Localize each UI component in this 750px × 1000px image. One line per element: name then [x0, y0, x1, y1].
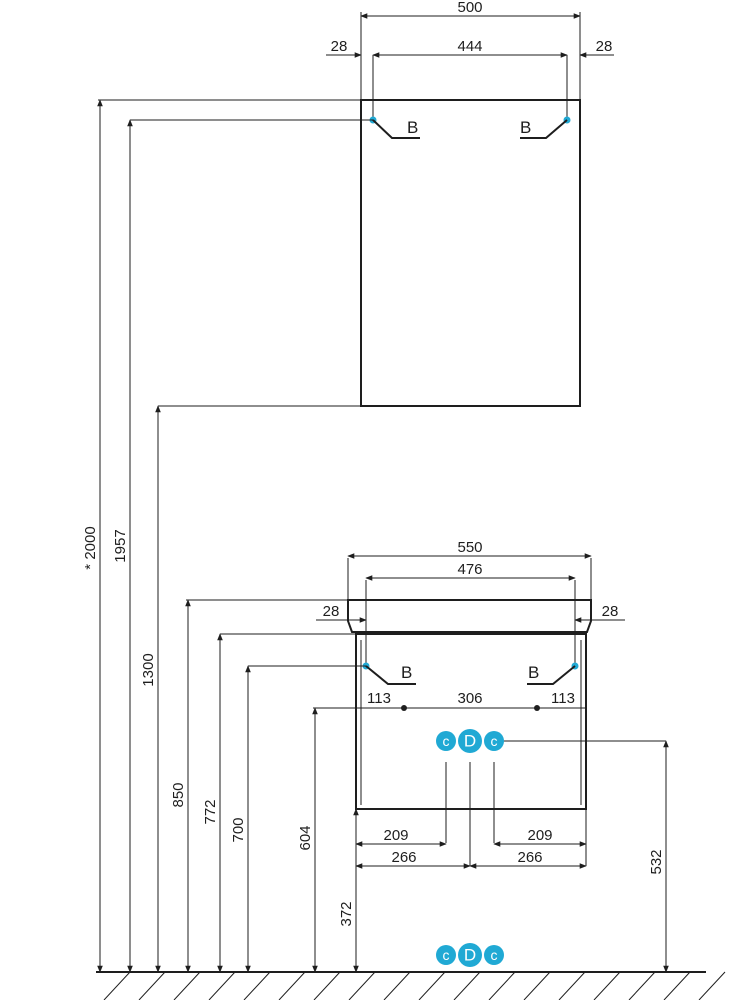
connector-drain — [458, 729, 482, 753]
wall-cabinet — [360, 99, 581, 407]
dim-height-850: 850 — [170, 782, 187, 807]
dim-bottom-width: 550 — [457, 539, 482, 556]
dim-top-inner: 444 — [457, 38, 482, 55]
floor-hatching — [103, 971, 726, 1000]
dim-bottom-right-offset: 28 — [602, 603, 619, 620]
dim-height-372: 372 — [338, 901, 355, 926]
dim-height-2000: * 2000 — [82, 526, 99, 569]
floor-connector-hot — [484, 945, 504, 965]
hatch-stroke — [488, 971, 516, 1000]
hatch-stroke — [243, 971, 271, 1000]
hanger-label: B — [407, 118, 418, 137]
connector-label: c — [443, 947, 450, 963]
dim-top-width: 500 — [457, 0, 482, 16]
hatch-stroke — [103, 971, 131, 1000]
mount-hole — [401, 705, 407, 711]
hanger-label: B — [528, 663, 539, 682]
hatch-stroke — [453, 971, 481, 1000]
hatch-stroke — [313, 971, 341, 1000]
dim-half-266-right: 266 — [517, 849, 542, 866]
connector-label: c — [491, 947, 498, 963]
connector-label: D — [464, 946, 476, 965]
hatch-stroke — [138, 971, 166, 1000]
dim-height-604: 604 — [297, 825, 314, 850]
dim-hole-mid: 306 — [457, 690, 482, 707]
hanger-leader — [372, 119, 420, 139]
hatch-stroke — [698, 971, 726, 1000]
dim-height-532: 532 — [648, 849, 665, 874]
mount-hole — [534, 705, 540, 711]
hanger-leader — [520, 119, 568, 139]
dim-top-right-offset: 28 — [596, 38, 613, 55]
hatch-stroke — [628, 971, 656, 1000]
floor-connector-cold — [436, 945, 456, 965]
dim-bottom-left-offset: 28 — [323, 603, 340, 620]
hatch-stroke — [348, 971, 376, 1000]
hanger-label: B — [401, 663, 412, 682]
dim-height-700: 700 — [230, 817, 247, 842]
dim-half-209-right: 209 — [527, 827, 552, 844]
dim-half-209-left: 209 — [383, 827, 408, 844]
dim-height-772: 772 — [202, 799, 219, 824]
hanger-label: B — [520, 118, 531, 137]
dim-height-1300: 1300 — [140, 653, 157, 686]
connector-label: c — [443, 733, 450, 749]
connector-hot — [484, 731, 504, 751]
connector-label: c — [491, 733, 498, 749]
dim-half-266-left: 266 — [391, 849, 416, 866]
washbasin — [347, 599, 592, 633]
hanger-leader — [527, 665, 576, 685]
hatch-stroke — [523, 971, 551, 1000]
connector-label: D — [464, 732, 476, 751]
hanger-leader — [365, 665, 416, 685]
hatch-stroke — [383, 971, 411, 1000]
connector-cold — [436, 731, 456, 751]
hatch-stroke — [593, 971, 621, 1000]
dim-height-1957: 1957 — [112, 529, 129, 562]
hatch-stroke — [173, 971, 201, 1000]
hatch-stroke — [418, 971, 446, 1000]
hatch-stroke — [278, 971, 306, 1000]
hatch-stroke — [663, 971, 691, 1000]
dim-hole-right: 113 — [551, 690, 575, 707]
floor-connector-drain — [458, 943, 482, 967]
dim-hole-left: 113 — [367, 690, 391, 707]
hatch-stroke — [208, 971, 236, 1000]
vanity-cabinet — [355, 633, 587, 810]
dim-top-left-offset: 28 — [331, 38, 348, 55]
dim-bottom-inner: 476 — [457, 561, 482, 578]
hatch-stroke — [558, 971, 586, 1000]
